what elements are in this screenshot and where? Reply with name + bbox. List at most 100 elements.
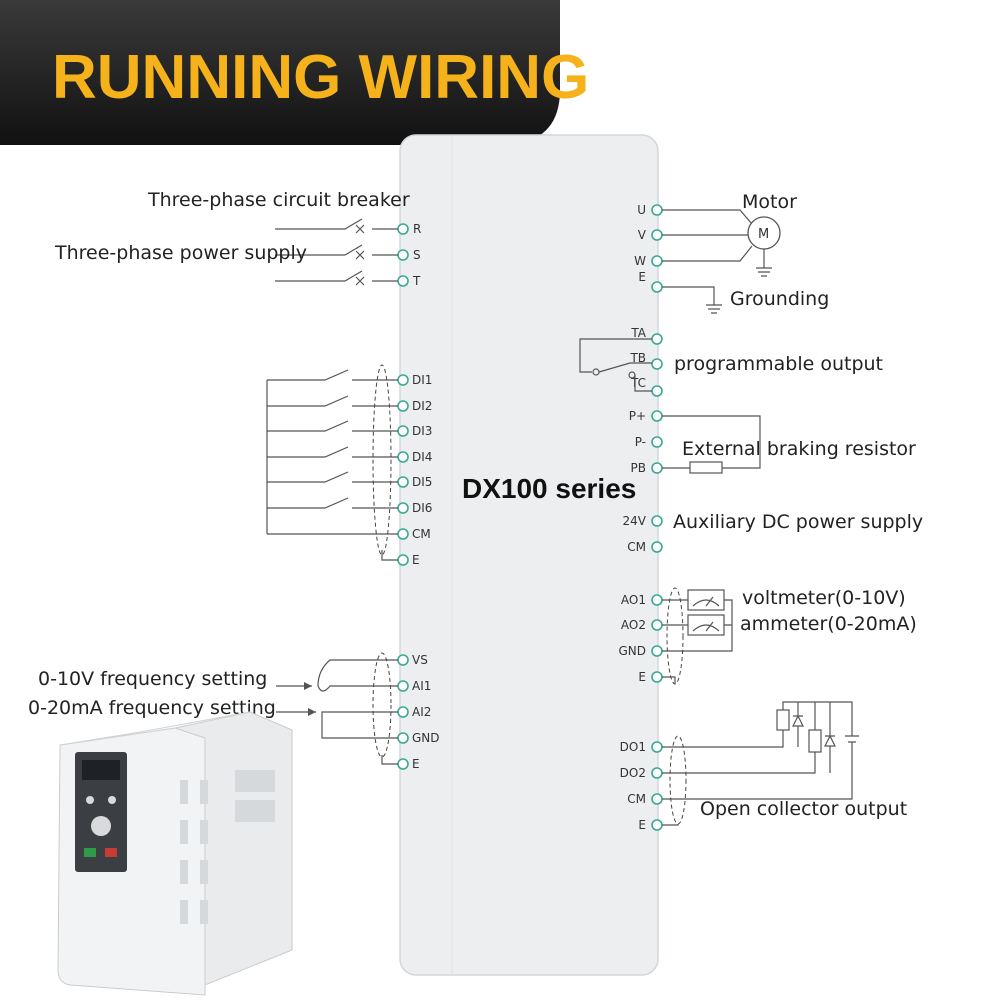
motor-wiring xyxy=(662,209,781,314)
terminal-e-left-1 xyxy=(397,554,409,566)
terminal-label-di4: DI4 xyxy=(412,450,432,464)
terminal-e-right-2 xyxy=(651,671,663,683)
breaker-label: Three-phase circuit breaker xyxy=(147,189,410,211)
terminal-label-u: U xyxy=(637,203,646,217)
terminal-label-ao2: AO2 xyxy=(621,618,646,632)
open-collector-label: Open collector output xyxy=(700,798,907,820)
keypad-panel xyxy=(75,752,127,872)
terminal-cm-left xyxy=(397,528,409,540)
terminal-vs xyxy=(397,654,409,666)
terminal-label-do2: DO2 xyxy=(620,766,646,780)
terminal-gnd-left xyxy=(397,732,409,744)
terminal-label-gnd-left: GND xyxy=(412,731,440,745)
terminal-label-cm-right-2: CM xyxy=(627,792,646,806)
freq-current-label: 0-20mA frequency setting xyxy=(28,697,276,719)
terminal-label-di2: DI2 xyxy=(412,399,432,413)
terminal-ta xyxy=(651,333,663,345)
terminal-ai1 xyxy=(397,680,409,692)
terminal-e-right-3 xyxy=(651,819,663,831)
display-screen xyxy=(82,760,120,780)
braking-resistor-wiring xyxy=(662,415,761,474)
stop-button xyxy=(105,848,117,857)
right-terminals: U V W E TA TB TC P+ P- PB 24V CM AO1 AO2… xyxy=(618,203,663,832)
terminal-e-right-1 xyxy=(651,281,663,293)
terminal-s xyxy=(397,249,409,261)
terminal-label-p-plus: P+ xyxy=(629,409,646,423)
terminal-label-ao1: AO1 xyxy=(621,593,646,607)
ammeter-label: ammeter(0-20mA) xyxy=(740,613,917,635)
terminal-label-do1: DO1 xyxy=(620,740,646,754)
title-banner xyxy=(0,0,560,145)
terminal-label-tb: TB xyxy=(629,351,646,365)
terminal-cm-right-2 xyxy=(651,793,663,805)
motor-label: Motor xyxy=(742,191,797,213)
terminal-di5 xyxy=(397,476,409,488)
terminal-e-left-2 xyxy=(397,758,409,770)
relay-coil-1 xyxy=(776,709,790,731)
terminal-label-vs: VS xyxy=(412,653,428,667)
terminal-do2 xyxy=(651,767,663,779)
terminal-label-v: V xyxy=(638,228,647,242)
keypad-dial xyxy=(91,816,111,836)
model-label: DX100 series xyxy=(462,473,636,504)
terminal-label-di6: DI6 xyxy=(412,501,432,515)
grounding-label: Grounding xyxy=(730,288,829,310)
terminal-tc xyxy=(651,385,663,397)
power-supply-label: Three-phase power supply xyxy=(54,242,307,264)
inverter-body xyxy=(399,134,659,976)
terminal-ao2 xyxy=(651,619,663,631)
programmable-output-label: programmable output xyxy=(674,353,883,375)
braking-resistor xyxy=(689,461,723,474)
terminal-pb xyxy=(651,462,663,474)
terminal-label-p-minus: P- xyxy=(635,435,646,449)
terminal-ai2 xyxy=(397,706,409,718)
terminal-label-cm-right-1: CM xyxy=(627,540,646,554)
relay-output-wiring xyxy=(579,338,652,392)
aux-dc-label: Auxiliary DC power supply xyxy=(673,511,923,533)
terminal-label-pb: PB xyxy=(631,461,646,475)
terminal-label-di1: DI1 xyxy=(412,373,432,387)
terminal-tb xyxy=(651,358,663,370)
terminal-t xyxy=(397,275,409,287)
terminal-u xyxy=(651,204,663,216)
left-terminals: R S T DI1 DI2 DI3 DI4 DI5 DI6 CM E VS AI… xyxy=(397,222,440,771)
terminal-label-gnd-right: GND xyxy=(618,644,646,658)
digital-input-wiring xyxy=(266,364,398,561)
terminal-cm-right-1 xyxy=(651,541,663,553)
terminal-label-e-left-2: E xyxy=(412,757,420,771)
freq-voltage-label: 0-10V frequency setting xyxy=(38,668,267,690)
terminal-di3 xyxy=(397,425,409,437)
terminal-label-t: T xyxy=(412,274,421,288)
terminal-label-tc: TC xyxy=(630,376,646,390)
terminal-p-plus xyxy=(651,410,663,422)
keypad-button xyxy=(108,796,116,804)
terminal-24v xyxy=(651,515,663,527)
motor-symbol: M xyxy=(758,227,769,242)
terminal-label-ai2: AI2 xyxy=(412,705,431,719)
power-input-wiring xyxy=(275,218,398,286)
terminal-label-e-right-1: E xyxy=(638,270,646,284)
terminal-w xyxy=(651,255,663,267)
banner-title: RUNNING WIRING xyxy=(52,43,589,112)
terminal-label-cm-left: CM xyxy=(412,527,431,541)
analog-input-wiring xyxy=(276,652,398,765)
terminal-label-ta: TA xyxy=(630,326,646,340)
terminal-label-di3: DI3 xyxy=(412,424,432,438)
terminal-label-s: S xyxy=(413,248,421,262)
terminal-r xyxy=(397,223,409,235)
terminal-ao1 xyxy=(651,594,663,606)
relay-coil-2 xyxy=(808,729,822,753)
braking-resistor-label: External braking resistor xyxy=(682,438,916,460)
terminal-label-ai1: AI1 xyxy=(412,679,431,693)
run-button xyxy=(84,848,96,857)
terminal-label-24v: 24V xyxy=(623,514,647,528)
terminal-label-e-right-2: E xyxy=(638,670,646,684)
terminal-label-w: W xyxy=(634,254,646,268)
terminal-do1 xyxy=(651,741,663,753)
keypad-button xyxy=(86,796,94,804)
inverter-product-image xyxy=(57,711,293,996)
terminal-di6 xyxy=(397,502,409,514)
terminal-label-e-left-1: E xyxy=(412,553,420,567)
terminal-p-minus xyxy=(651,436,663,448)
